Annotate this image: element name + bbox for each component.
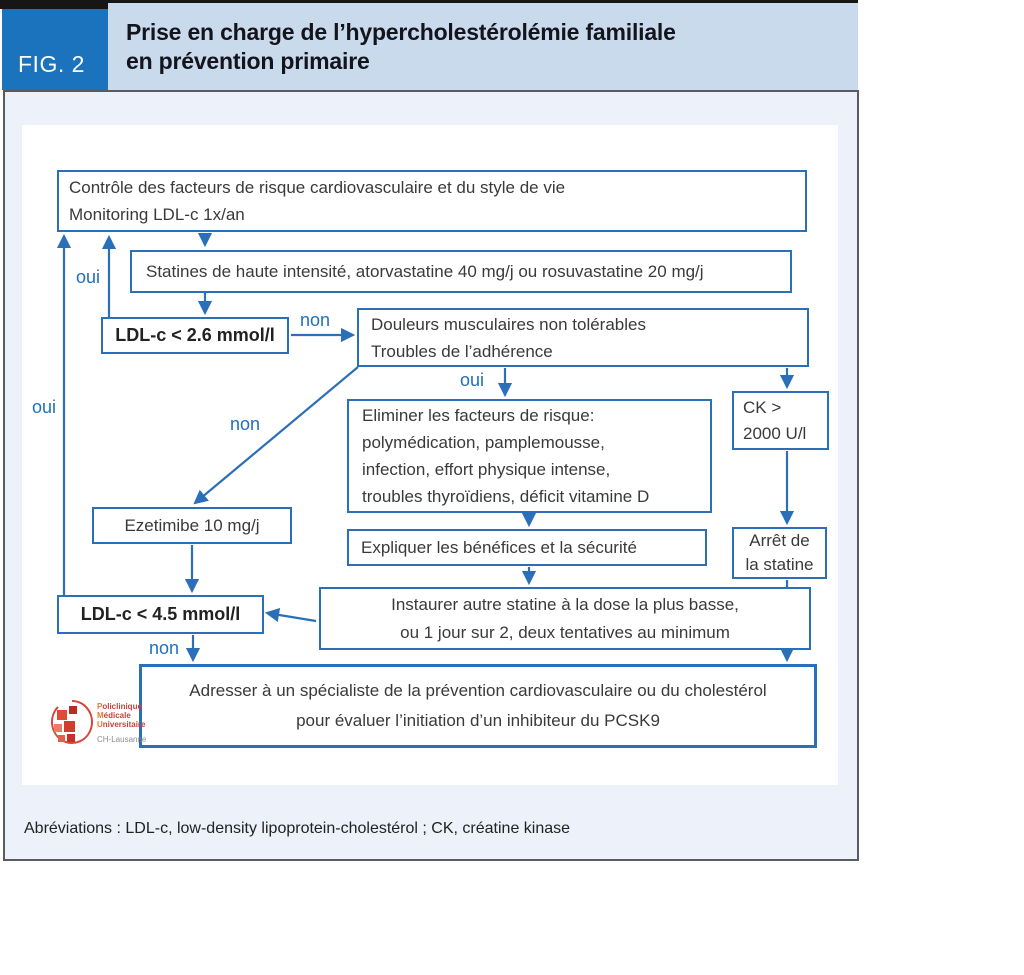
pmu-logo-icon [51, 700, 93, 744]
top-black-bar [0, 0, 109, 9]
label-non-ldl26: non [300, 310, 331, 330]
figure-title-line2: en prévention primaire [126, 47, 370, 74]
figure-title-line1: Prise en charge de l’hypercholestérolémi… [126, 18, 676, 45]
node-ezetimibe: Ezetimibe 10 mg/j [92, 507, 292, 544]
figure-title-band: Prise en charge de l’hypercholestérolémi… [108, 3, 858, 90]
label-oui-douleurs: oui [460, 370, 485, 390]
node-douleurs: Douleurs musculaires non tolérables Trou… [357, 308, 809, 367]
node-ck: CK > 2000 U/l [732, 391, 829, 450]
node-statines: Statines de haute intensité, atorvastati… [130, 250, 792, 293]
figure-number-tab: FIG. 2 [2, 9, 108, 90]
node-controle: Contrôle des facteurs de risque cardiova… [57, 170, 807, 232]
node-ldl45: LDL-c < 4.5 mmol/l [57, 595, 264, 634]
node-eliminer: Eliminer les facteurs de risque: polyméd… [347, 399, 712, 513]
label-non-ldl45: non [149, 638, 180, 658]
figure-number: FIG. 2 [18, 51, 85, 77]
node-adresser: Adresser à un spécialiste de la préventi… [139, 664, 817, 748]
label-oui-up: oui [76, 267, 101, 287]
top-black-line [109, 0, 858, 3]
node-instaurer: Instaurer autre statine à la dose la plu… [319, 587, 811, 650]
node-expliquer: Expliquer les bénéfices et la sécurité [347, 529, 707, 566]
label-non-diag: non [230, 414, 261, 434]
pmu-logo-city: CH-Lausanne [97, 735, 147, 744]
abbreviations-note: Abréviations : LDL-c, low-density lipopr… [24, 820, 571, 837]
label-oui-left: oui [32, 397, 57, 417]
node-ldl26: LDL-c < 2.6 mmol/l [101, 317, 289, 354]
flowchart-figure: Contrôle des facteurs de risque cardiova… [3, 90, 859, 861]
node-arret: Arrêt de la statine [732, 527, 827, 579]
